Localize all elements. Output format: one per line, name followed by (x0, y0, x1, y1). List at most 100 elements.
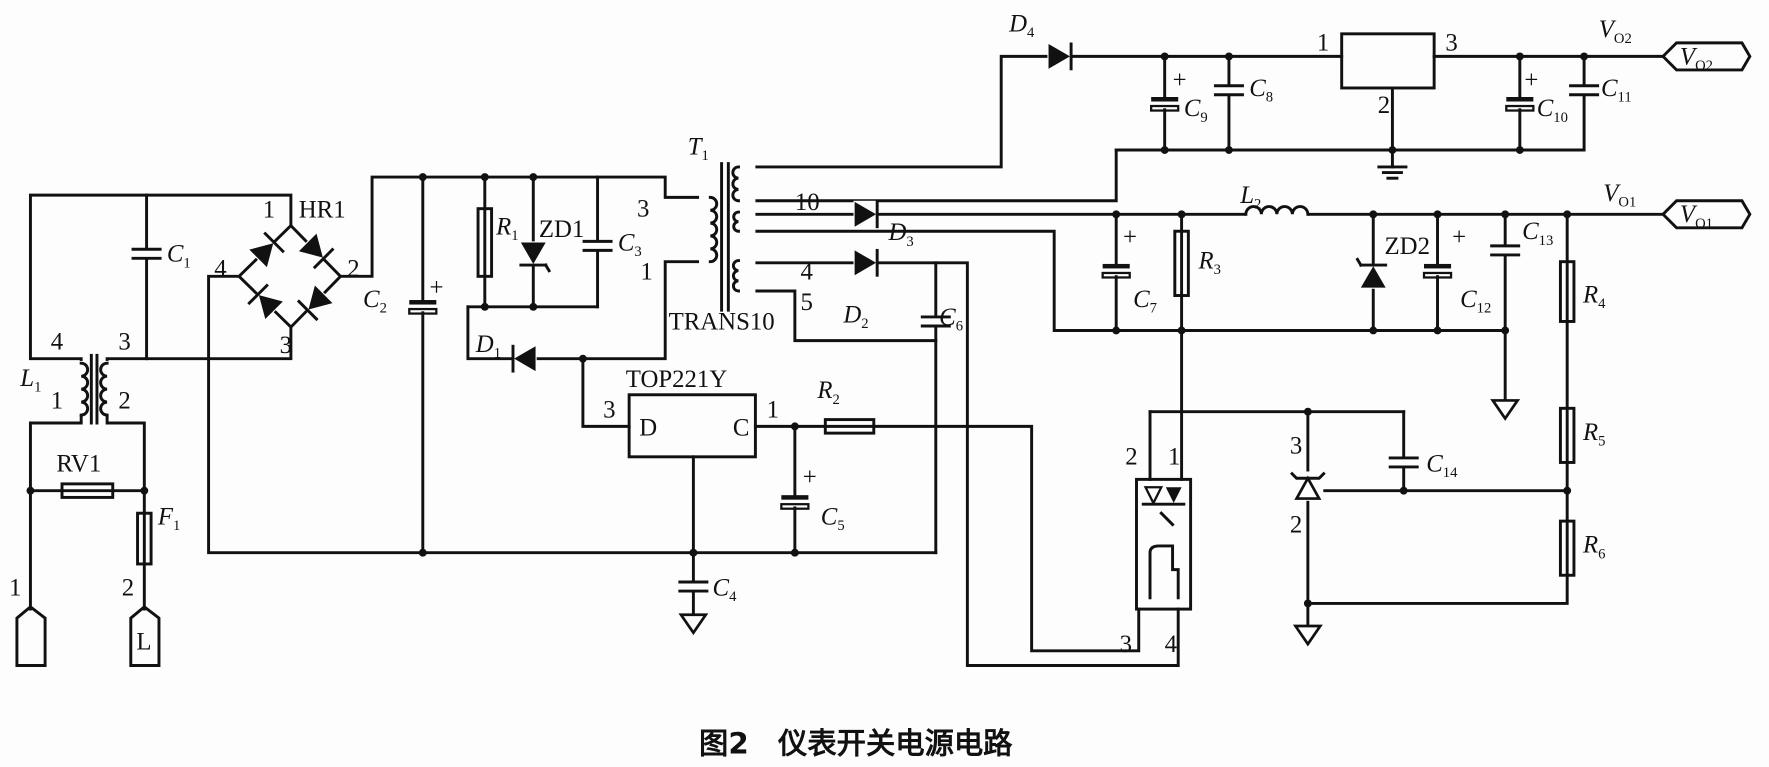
opto-light-arrow (1159, 511, 1175, 527)
label-text: C (821, 503, 838, 530)
junction-dot (1177, 210, 1186, 219)
zener-tip (1355, 257, 1363, 268)
label-vo1: VO1 (1603, 180, 1636, 211)
label-d2: D2 (842, 302, 868, 333)
junction-dot (480, 173, 489, 182)
label-text: 3 (280, 332, 292, 359)
ground-triangle (678, 613, 709, 636)
junction-dot (1224, 52, 1233, 61)
junction-dot (529, 302, 538, 311)
label-l1_p2: 2 (118, 387, 130, 414)
label-subscript: 2 (833, 392, 840, 408)
junction-dot (1433, 326, 1442, 335)
diode-HR1-a (247, 231, 285, 269)
junction-dot (480, 302, 489, 311)
voltage-regulator (1340, 32, 1436, 90)
junction-dot (1399, 486, 1408, 495)
plate (781, 495, 809, 500)
plate (409, 300, 437, 305)
junction-dot (1303, 599, 1312, 608)
plate (1150, 104, 1180, 112)
junction-dot (1563, 486, 1572, 495)
label-subscript: 1 (494, 346, 501, 362)
zener-ZD2 (1355, 257, 1388, 289)
label-c2: C2 (363, 286, 387, 317)
input-terminal-L (129, 604, 161, 667)
mask (1150, 99, 1180, 109)
label-text: C (733, 414, 750, 441)
label-text: C (1249, 75, 1266, 102)
diode-bar (296, 299, 319, 322)
ground-triangle (1292, 624, 1323, 647)
label-c12: C12 (1460, 286, 1491, 317)
diode-HR1-c (247, 283, 285, 321)
ground-triangle (1490, 399, 1521, 421)
shunt-regulator-TL431 (1290, 471, 1326, 501)
resistor-body (1558, 260, 1576, 323)
capacitor-C14 (1388, 456, 1419, 469)
label-text: + (430, 275, 444, 302)
plate (1422, 271, 1453, 279)
mask (1422, 266, 1453, 276)
label-hr1: HR1 (299, 197, 346, 224)
label-subscript: 4 (1027, 25, 1035, 41)
label-top_c: C (733, 414, 750, 441)
label-text: 2 (118, 387, 130, 414)
diode-triangle (298, 233, 323, 258)
optocoupler (1135, 477, 1193, 611)
label-r5: R5 (1582, 419, 1605, 450)
label-text: 4 (801, 259, 814, 286)
label-c14: C14 (1426, 450, 1458, 481)
label-text: 1 (9, 575, 21, 602)
label-c8: C8 (1249, 75, 1273, 106)
label-text: 2 (1378, 92, 1390, 119)
junction-dot (1515, 146, 1524, 154)
label-opto_p1: 1 (1168, 444, 1180, 471)
label-vo2: VO2 (1599, 16, 1632, 47)
diode-triangle (308, 285, 333, 310)
diode-triangle (1048, 43, 1070, 69)
junction-dot (1433, 210, 1442, 219)
label-text: TOP221Y (626, 366, 728, 393)
opto-body (1135, 477, 1193, 611)
label-c9_plus: + (1173, 67, 1187, 94)
label-l2: L2 (1239, 182, 1261, 213)
resistor-R6 (1558, 519, 1576, 577)
figure-caption: 图2 仪表开关电源电路 (699, 726, 1013, 760)
wire (339, 175, 712, 278)
label-hr1_p2: 2 (347, 255, 359, 282)
label-text: D (842, 302, 861, 329)
label-text: 2 (1290, 511, 1302, 538)
label-vo1_term: VO1 (1680, 201, 1713, 232)
capacitor-C1 (131, 247, 162, 260)
label-subscript: 10 (1553, 110, 1568, 126)
label-text: 3 (603, 396, 615, 423)
label-text: TRANS10 (669, 308, 775, 335)
label-text: 4 (214, 255, 227, 282)
label-subscript: O1 (1695, 216, 1713, 232)
resistor-body (1558, 406, 1576, 464)
label-d4: D4 (1008, 11, 1035, 42)
label-t1_p3: 3 (637, 196, 649, 223)
label-text: D (887, 219, 906, 246)
mask (678, 582, 709, 592)
label-c9: C9 (1184, 95, 1208, 126)
secondary-winding (732, 210, 740, 233)
label-d3: D3 (887, 219, 913, 250)
label-c6: C6 (939, 304, 963, 335)
label-text: 4 (51, 329, 64, 356)
label-l1_p4: 4 (51, 329, 64, 356)
diode-triangle (514, 346, 536, 372)
label-text: C (1133, 286, 1150, 313)
label-subscript: 3 (906, 234, 913, 250)
label-text: 2 (122, 575, 134, 602)
ic-TOP221Y (627, 393, 757, 459)
capacitor-C11 (1569, 84, 1600, 97)
ground-icon (678, 613, 709, 636)
mask (67, 360, 122, 416)
label-subscript: O2 (1614, 31, 1632, 47)
resistor-R3 (1173, 229, 1190, 297)
ground-icon (1490, 399, 1521, 421)
